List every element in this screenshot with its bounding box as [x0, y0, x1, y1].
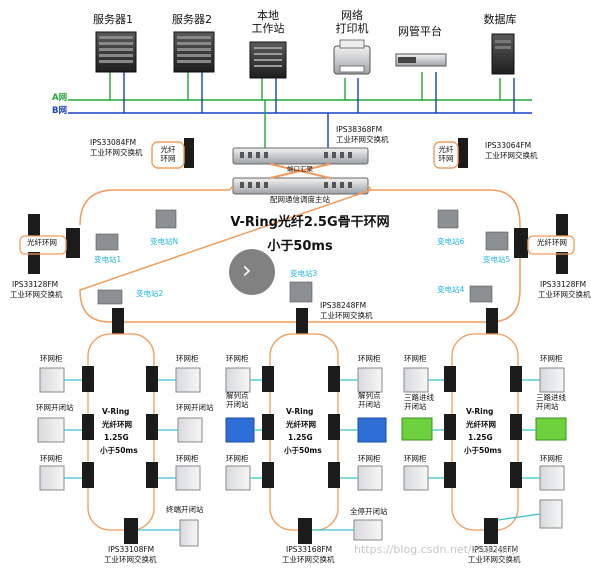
- server-1-label: 服务器1: [93, 13, 133, 26]
- upper-right-desc: 工业环网交换机: [485, 151, 538, 160]
- subring-right-l1: V-Ring: [466, 407, 494, 416]
- backbone-latency: 小于50ms: [267, 239, 333, 254]
- cabinet-links: [64, 379, 541, 531]
- left-ring-label: 光纤环网: [27, 238, 57, 247]
- substation-icons: [95, 209, 509, 305]
- split-point-label: 解列点 开闭站: [358, 391, 381, 409]
- subring-left-l4: 小于50ms: [100, 446, 138, 455]
- database-icon: [491, 33, 515, 75]
- subring-mid-l1: V-Ring: [286, 407, 314, 416]
- substation-6: 变电站6: [437, 237, 465, 246]
- upper-left-switch-icon: [151, 138, 194, 169]
- nms-label: 网管平台: [398, 25, 442, 38]
- bottom-mid-model: IPS33168FM: [286, 545, 333, 554]
- backbone-mid-switch-icon: [296, 308, 308, 334]
- ring-cab-label: 环网柜: [40, 454, 63, 463]
- ring-cab-label: 环网柜: [540, 354, 563, 363]
- ring-switch-station-label: 环网开闭站: [176, 403, 214, 412]
- left-desc: 工业环网交换机: [10, 290, 63, 299]
- full-stop-station-label: 全停开闭站: [350, 507, 388, 516]
- subring-mid-l2: 光纤环网: [286, 420, 316, 429]
- subring-right-l2: 光纤环网: [466, 420, 496, 429]
- net-a-label: A网: [52, 93, 68, 103]
- ring-cab-label: 环网柜: [358, 354, 381, 363]
- core-switch-model: IPS38368FM: [336, 125, 383, 134]
- ring-switch-station-label: 环网开闭站: [36, 403, 74, 412]
- subring-right-l4: 小于50ms: [464, 446, 502, 455]
- printer-label: 网络 打印机: [335, 9, 369, 35]
- backbone-ring: [79, 189, 521, 323]
- port-aggregation-label: 端口汇聚: [287, 165, 313, 173]
- printer-icon: [333, 39, 371, 75]
- right-desc: 工业环网交换机: [538, 290, 591, 299]
- server-2-icon: [173, 31, 215, 73]
- right-ring-switch-icon: [514, 214, 575, 274]
- ring-cab-label: 环网柜: [176, 354, 199, 363]
- mid-switch-desc: 工业环网交换机: [320, 311, 373, 320]
- subring-mid-l3: 1.25G: [288, 433, 313, 442]
- ring-cab-label: 环网柜: [226, 454, 249, 463]
- play-button[interactable]: ›: [229, 249, 275, 295]
- workstation-label: 本地 工作站: [251, 9, 285, 35]
- substation-5: 变电站5: [483, 255, 511, 264]
- upper-left-model: IPS33084FM: [90, 138, 137, 147]
- right-model: IPS33128FM: [540, 280, 587, 289]
- upper-right-model: IPS33064FM: [485, 141, 532, 150]
- backbone-left-switch-icon: [112, 308, 124, 334]
- upper-left-desc: 工业环网交换机: [90, 148, 143, 157]
- substation-2: 变电站2: [136, 289, 164, 298]
- workstation-icon: [249, 41, 287, 79]
- substation-n: 变电站N: [150, 237, 179, 246]
- bottom-mid-desc: 工业环网交换机: [282, 555, 335, 564]
- left-model: IPS33128FM: [12, 280, 59, 289]
- net-b-label: B网: [52, 106, 67, 116]
- three-way-label: 三路进线 开闭站: [536, 393, 566, 411]
- ring-cab-label: 环网柜: [404, 354, 427, 363]
- ring-cab-label: 环网柜: [540, 454, 563, 463]
- master-station-label: 配网通信调度主站: [270, 195, 330, 204]
- core-switch-desc: 工业环网交换机: [336, 135, 389, 144]
- play-icon: ›: [242, 256, 252, 284]
- backbone-right-switch-icon: [486, 308, 498, 334]
- database-label: 数据库: [483, 13, 517, 26]
- upper-right-switch-icon: [433, 138, 468, 169]
- bottom-right-desc: 工业环网交换机: [468, 555, 521, 564]
- terminal-station-label: 终端开闭站: [166, 505, 204, 514]
- mid-switch-model: IPS38248FM: [320, 301, 367, 310]
- ring-node-switches: [82, 366, 522, 544]
- upper-left-ring-label: 光纤 环网: [160, 145, 176, 163]
- server-1-icon: [95, 31, 137, 73]
- bottom-right-model: IPS38248FM: [472, 545, 519, 554]
- substation-1: 变电站1: [94, 255, 122, 264]
- watermark: https://blog.csdn.net/zhouanji: [354, 543, 518, 556]
- left-ring-switch-icon: [19, 214, 80, 274]
- subring-right-l3: 1.25G: [468, 433, 493, 442]
- cabinets: [37, 367, 567, 547]
- right-ring-label: 光纤环网: [537, 238, 567, 247]
- subring-left-l3: 1.25G: [104, 433, 129, 442]
- substation-3: 变电站3: [290, 269, 318, 278]
- upper-right-ring-label: 光纤 环网: [438, 145, 454, 163]
- ring-cab-label: 环网柜: [40, 354, 63, 363]
- bus-drops: [109, 72, 515, 148]
- ring-cab-label: 环网柜: [226, 354, 249, 363]
- backbone-title: V-Ring光纤2.5G骨干环网: [230, 215, 390, 230]
- bottom-left-model: IPS33108FM: [108, 545, 155, 554]
- ring-cab-label: 环网柜: [176, 454, 199, 463]
- subring-mid-l4: 小于50ms: [284, 446, 322, 455]
- subring-left-l2: 光纤环网: [102, 420, 132, 429]
- subring-left-l1: V-Ring: [102, 407, 130, 416]
- nms-server-icon: [395, 53, 447, 67]
- substation-4: 变电站4: [437, 285, 465, 294]
- split-point-label: 解列点 开闭站: [226, 391, 249, 409]
- bottom-left-desc: 工业环网交换机: [104, 555, 157, 564]
- three-way-label: 三路进线 开闭站: [404, 393, 434, 411]
- ring-cab-label: 环网柜: [404, 454, 427, 463]
- server-2-label: 服务器2: [172, 13, 212, 26]
- ring-cab-label: 环网柜: [358, 454, 381, 463]
- core-switch-icon: [232, 147, 369, 195]
